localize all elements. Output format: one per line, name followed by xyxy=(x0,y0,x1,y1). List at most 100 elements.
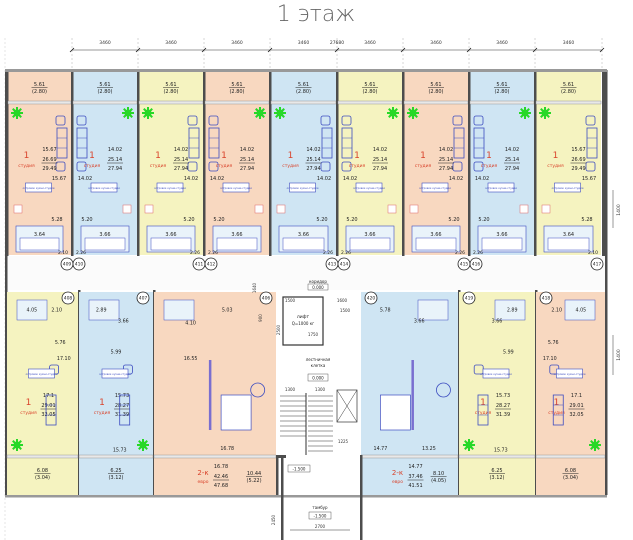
level-box xyxy=(308,511,332,520)
bathtub-icon xyxy=(150,237,192,251)
living-area: 14.02 xyxy=(505,147,519,153)
balcony-half-area: (2.80) xyxy=(97,89,112,95)
room-area: 2.89 xyxy=(96,307,107,313)
total-area: 27.94 xyxy=(505,166,519,172)
unit-number: 416 xyxy=(472,262,481,268)
living-area: 14.02 xyxy=(439,147,453,153)
window-wall xyxy=(337,100,403,105)
entry-area: 2.10 xyxy=(588,250,598,256)
stair-label-2: клетка xyxy=(311,363,326,368)
room-area: 5.99 xyxy=(503,350,514,356)
hall-area: 5.20 xyxy=(213,217,224,223)
apartment-type: студия xyxy=(94,411,111,416)
bathroom xyxy=(88,299,120,321)
bathroom-area: 3.66 xyxy=(99,232,110,238)
sofa-icon xyxy=(473,127,485,159)
corridor-level: 0.000 xyxy=(312,285,324,290)
bathtub-icon xyxy=(282,237,325,251)
kitchen-area: 14.02 xyxy=(78,176,92,182)
level-box xyxy=(307,283,329,291)
bathtub-icon xyxy=(547,237,590,251)
living-total-area: 29.01 xyxy=(41,403,55,409)
kitchen-area: 14.02 xyxy=(449,176,463,182)
plant-center xyxy=(124,109,132,117)
stair-level: 0.000 xyxy=(312,376,324,381)
plant-center xyxy=(144,109,152,117)
armchair-icon xyxy=(76,115,87,126)
unit-number-circle xyxy=(259,291,273,305)
living-area: 14.02 xyxy=(240,147,254,153)
room-count: 1 xyxy=(420,151,426,161)
kitchen-island xyxy=(25,182,52,193)
living-area: 14.02 xyxy=(306,147,320,153)
balcony xyxy=(73,72,137,102)
dimension-label: 1400 xyxy=(616,204,622,216)
sofa-frame xyxy=(45,394,57,426)
plant-icon xyxy=(463,439,475,451)
bathroom-area: 3.66 xyxy=(430,232,441,238)
entry-area: 2.26 xyxy=(473,250,483,256)
living-area: 16.78 xyxy=(214,464,228,470)
balcony-half-area: (2.80) xyxy=(229,89,244,95)
unit-number-circle xyxy=(469,257,483,271)
bathroom-area: 3.66 xyxy=(298,232,309,238)
balcony xyxy=(139,72,203,102)
window-wall xyxy=(458,454,536,459)
total-area: 27.94 xyxy=(373,166,387,172)
living-total-area: 26.69 xyxy=(42,157,56,163)
window-wall xyxy=(78,454,154,459)
room-area: 16.55 xyxy=(184,356,198,362)
room-area: 4.10 xyxy=(185,320,196,326)
sofa-frame xyxy=(473,127,485,159)
unit-number-circle xyxy=(72,257,86,271)
balcony-half-area: (2.80) xyxy=(362,89,377,95)
window-wall xyxy=(138,100,204,105)
wall xyxy=(281,455,284,540)
plant-icon xyxy=(11,107,23,119)
ventilation-shaft xyxy=(541,204,551,214)
balcony-half-area: (3.12) xyxy=(489,475,504,481)
kitchen-area: 15.67 xyxy=(582,176,596,182)
ventilation-shaft xyxy=(409,204,419,214)
hall-area: 5.20 xyxy=(183,217,194,223)
sofa-icon xyxy=(56,127,68,159)
hall-area: 5.20 xyxy=(478,217,489,223)
apartment-type: студия xyxy=(18,164,35,169)
plant-icon xyxy=(274,107,286,119)
living-total-area: 25.14 xyxy=(108,157,122,163)
room-count: 1 xyxy=(24,151,30,161)
window-wall xyxy=(7,100,72,105)
apartment-type: студия xyxy=(548,411,565,416)
room-count: 1 xyxy=(99,398,105,408)
room-count: 1 xyxy=(155,151,161,161)
sofa-frame xyxy=(341,127,353,159)
room-area: 5.99 xyxy=(111,350,122,356)
living-total-area: 28.27 xyxy=(496,403,510,409)
wall xyxy=(137,70,140,256)
kitchen-island-label: островок кухни-студии xyxy=(554,373,586,376)
bathroom xyxy=(417,299,449,321)
balcony-area: 8.10 xyxy=(433,471,444,477)
kitchen-island-label: островок кухни-студии xyxy=(552,187,584,190)
room-area: 13.25 xyxy=(422,446,436,452)
hall-area: 5.28 xyxy=(51,217,62,223)
living-area: 14.02 xyxy=(373,147,387,153)
unit-number: 410 xyxy=(75,262,84,268)
plant-center xyxy=(256,109,264,117)
wall xyxy=(468,70,471,256)
ventilation-shaft xyxy=(276,204,286,214)
window-wall xyxy=(360,454,459,459)
plant-icon xyxy=(254,107,266,119)
unit-number: 419 xyxy=(465,296,474,302)
room-area: 5.03 xyxy=(222,307,233,313)
kitchen-island-label: островок кухни-студии xyxy=(23,187,55,190)
living-area: 15.67 xyxy=(571,147,585,153)
outer-wall xyxy=(5,70,8,495)
living-total-area: 26.69 xyxy=(571,157,585,163)
apartment-type: студия xyxy=(20,411,37,416)
sofa-frame xyxy=(586,127,598,159)
armchair-icon xyxy=(452,115,463,126)
balcony-half-area: (3.04) xyxy=(563,475,578,481)
total-area: 27.94 xyxy=(439,166,453,172)
plant-center xyxy=(521,109,529,117)
